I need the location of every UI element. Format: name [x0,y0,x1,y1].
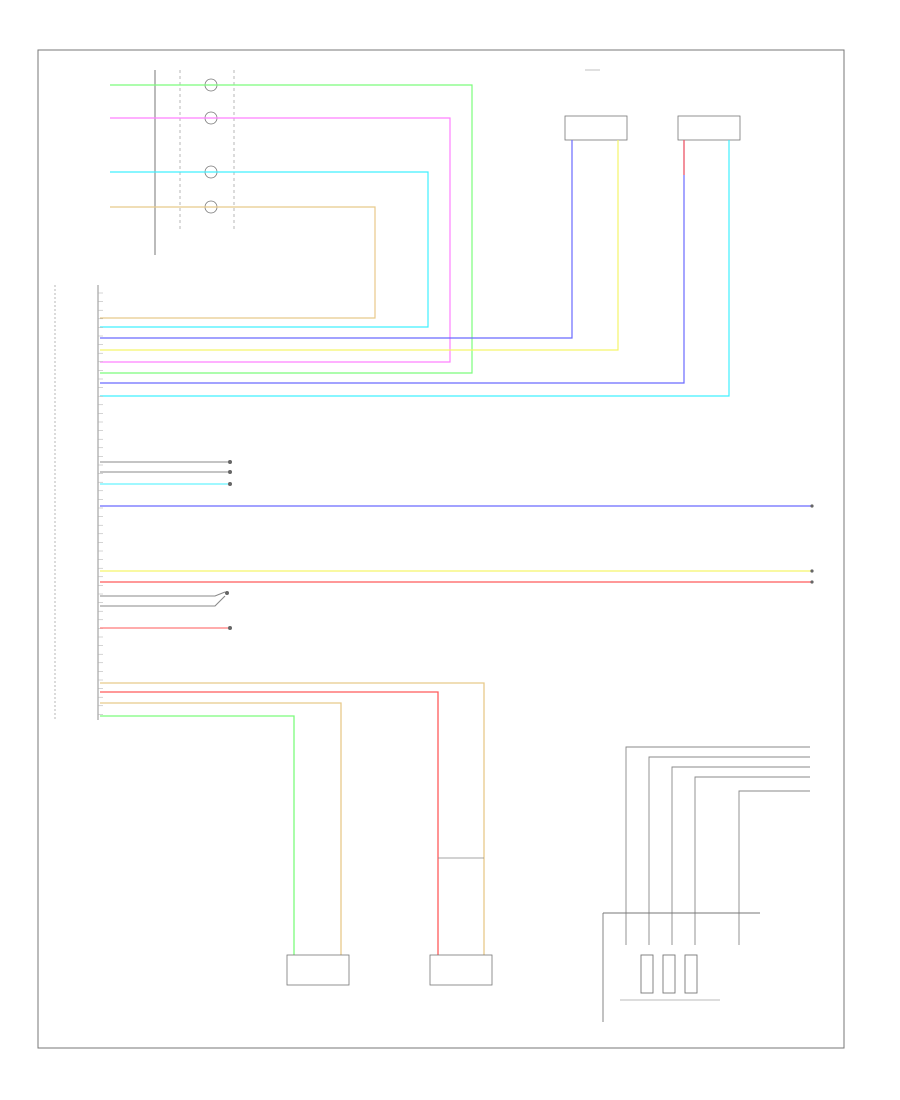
wire-blue-sensor-right [100,140,685,384]
wire-orange-side-left [100,702,342,955]
side-sensor-right [429,954,493,986]
wire-green-top [100,84,473,374]
wire-red-side-right [100,691,439,955]
occupant-sensor-block [602,746,810,1022]
front-sensor-right [677,115,741,141]
steering-wires [100,84,473,374]
wire-pink-top [100,117,451,363]
ecu-pin-ticks [98,292,103,715]
long-wires [100,504,814,584]
wire-cyan-top [100,171,429,328]
side-sensor-wires [100,682,485,955]
wire-blue-sensor-left [100,140,573,339]
wire-tan-side-right [100,682,485,955]
stub-wires [100,460,232,630]
front-sensor-wires [100,140,730,397]
wire-tan-top [100,206,376,319]
wire-green-side-left [100,715,295,955]
diagram-border [37,49,845,1049]
front-sensor-left [564,69,628,141]
steering-column-block [154,70,235,255]
wire-yellow-sensor-left [100,140,619,351]
wire-cyan-sensor-right [100,140,730,397]
side-sensor-left [286,954,350,986]
ecu-connector [54,285,103,720]
